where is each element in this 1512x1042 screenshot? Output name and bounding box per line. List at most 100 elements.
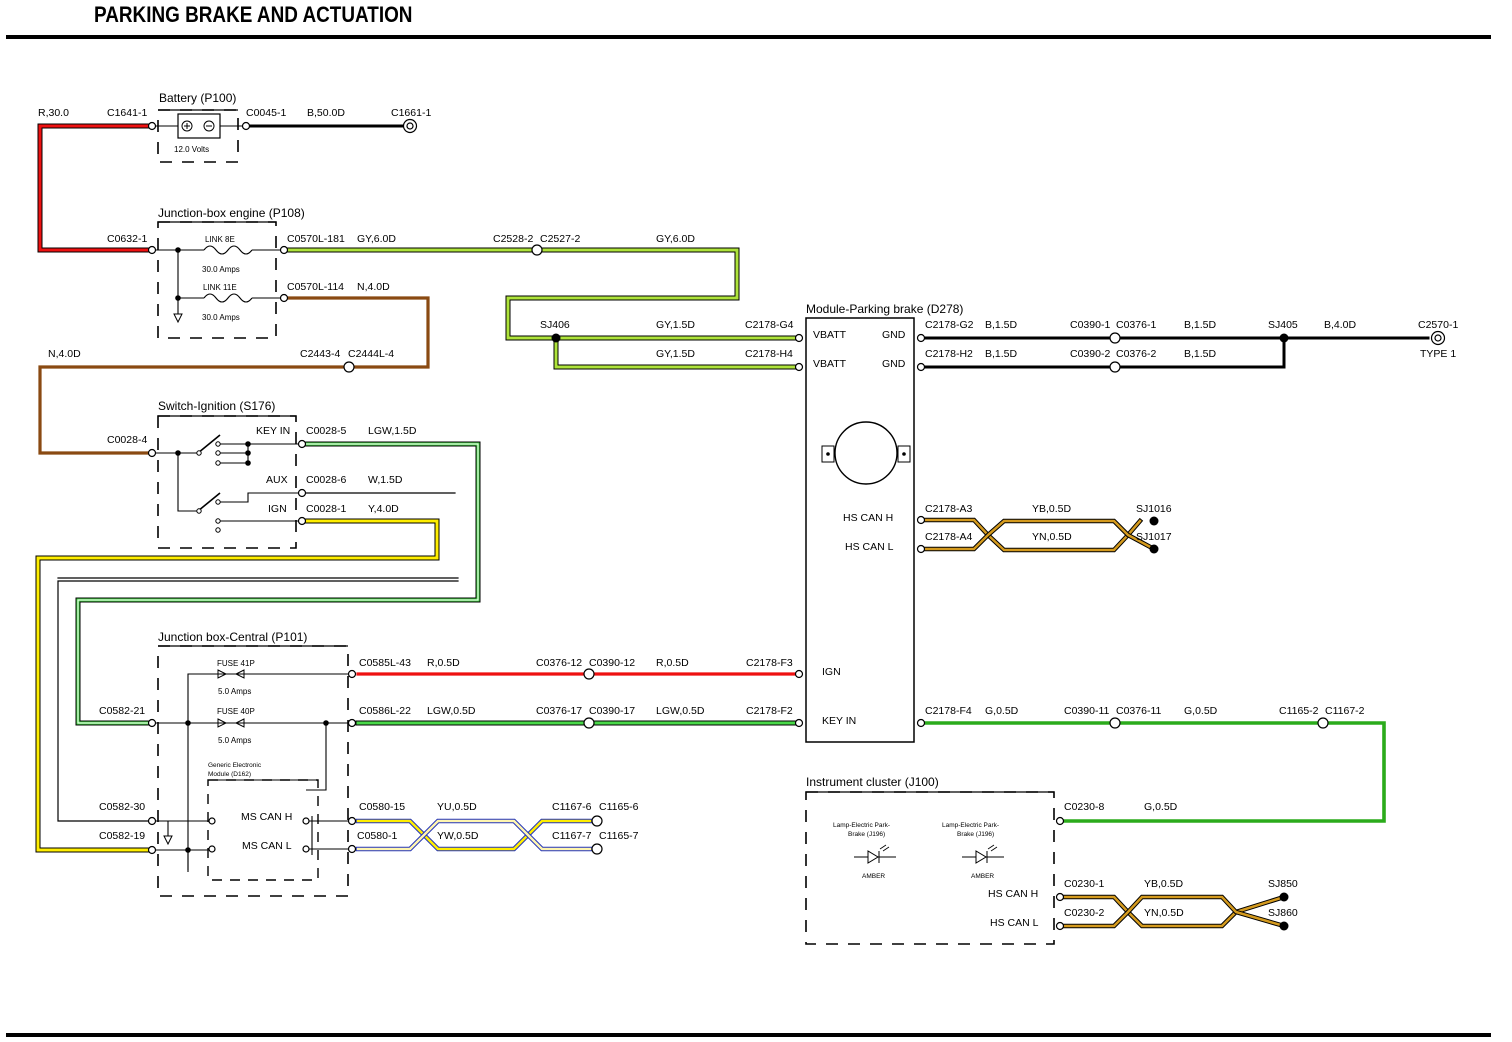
gem-title-1: Generic Electronic xyxy=(208,762,262,769)
label-c0045: C0045-1 xyxy=(246,107,286,119)
jbox-engine xyxy=(154,221,284,339)
label-c0582-21: C0582-21 xyxy=(99,705,145,717)
label-c0632: C0632-1 xyxy=(107,233,147,245)
cluster-hs-can-l: HS CAN L xyxy=(990,917,1039,929)
label-c0582-19: C0582-19 xyxy=(99,830,145,842)
label-c1167-7: C1167-7 xyxy=(552,830,592,842)
label-c1661: C1661-1 xyxy=(391,107,431,119)
connectors xyxy=(147,118,1446,931)
battery-voltage: 12.0 Volts xyxy=(174,145,209,154)
label-w15: W,1.5D xyxy=(368,474,403,486)
module-vbatt-1: VBATT xyxy=(813,329,847,341)
lamp1-color: AMBER xyxy=(862,873,885,880)
label-c0390-2: C0390-2 xyxy=(1070,348,1110,360)
module-gnd-2: GND xyxy=(882,358,906,370)
label-c0580-15: C0580-15 xyxy=(359,801,405,813)
jbox-central-title: Junction box-Central (P101) xyxy=(158,630,307,644)
wire-lgw-15 xyxy=(75,441,481,726)
wire-hs-can-module xyxy=(921,517,1158,553)
module-ign: IGN xyxy=(822,666,841,678)
label-b15-4: B,1.5D xyxy=(1184,348,1217,360)
label-lgw05-1: LGW,0.5D xyxy=(427,705,476,717)
label-gy6-2: GY,6.0D xyxy=(656,233,695,245)
label-c0390-1: C0390-1 xyxy=(1070,319,1110,331)
label-c2178-h2: C2178-H2 xyxy=(925,348,973,360)
fuse-40p-label: FUSE 40P xyxy=(217,707,255,716)
label-b15-3: B,1.5D xyxy=(985,348,1018,360)
wire-hs-can-cluster xyxy=(1061,894,1287,929)
label-c0580-1: C0580-1 xyxy=(357,830,397,842)
label-sj1016: SJ1016 xyxy=(1136,503,1172,515)
switch-aux: AUX xyxy=(266,474,288,486)
link-8e-amps: 30.0 Amps xyxy=(202,265,240,274)
label-lgw05-2: LGW,0.5D xyxy=(656,705,705,717)
label-b4: B,4.0D xyxy=(1324,319,1357,331)
battery xyxy=(154,109,246,163)
label-c1165-7: C1165-7 xyxy=(599,830,639,842)
label-c1167-2: C1167-2 xyxy=(1325,705,1365,717)
module-gnd-1: GND xyxy=(882,329,906,341)
link-11e-label: LINK 11E xyxy=(203,283,237,292)
module-key-in: KEY IN xyxy=(822,715,856,727)
label-c2178-a4: C2178-A4 xyxy=(925,531,972,543)
label-g05-3: G,0.5D xyxy=(1144,801,1178,813)
component-titles: Battery (P100) 12.0 Volts Junction-box e… xyxy=(158,91,1039,929)
label-c2178-f4: C2178-F4 xyxy=(925,705,972,717)
label-c0570-114: C0570L-114 xyxy=(287,281,344,293)
label-c0376-2: C0376-2 xyxy=(1116,348,1156,360)
label-c0376-17: C0376-17 xyxy=(536,705,582,717)
battery-title: Battery (P100) xyxy=(159,91,236,105)
module-parking-brake xyxy=(805,317,915,743)
label-c2178-g4: C2178-G4 xyxy=(745,319,794,331)
cluster-hs-can-h: HS CAN H xyxy=(988,888,1038,900)
jbox-engine-title: Junction-box engine (P108) xyxy=(158,206,305,220)
label-yn05-2: YN,0.5D xyxy=(1144,907,1184,919)
gem-ms-can-h: MS CAN H xyxy=(241,811,292,823)
label-b15-2: B,1.5D xyxy=(1184,319,1217,331)
label-yn05-1: YN,0.5D xyxy=(1032,531,1072,543)
module-hs-can-l: HS CAN L xyxy=(845,541,894,553)
gem-ms-can-l: MS CAN L xyxy=(242,840,292,852)
label-sj406: SJ406 xyxy=(540,319,570,331)
label-c2178-f2: C2178-F2 xyxy=(746,705,793,717)
lamp1-line1: Lamp-Electric Park- xyxy=(833,822,890,829)
wire-n-4 xyxy=(38,296,430,455)
fuse-41p-label: FUSE 41P xyxy=(217,659,255,668)
label-c0586: C0586L-22 xyxy=(359,705,411,717)
wire-aux-parallel xyxy=(57,577,459,822)
lamp1-line2: Brake (J196) xyxy=(848,831,885,838)
label-c0376-12: C0376-12 xyxy=(536,657,582,669)
wire-module-ground xyxy=(922,336,1430,369)
label-c0376-11: C0376-11 xyxy=(1116,705,1161,717)
label-c0028-5: C0028-5 xyxy=(306,425,346,437)
label-sj405: SJ405 xyxy=(1268,319,1298,331)
label-c2178-f3: C2178-F3 xyxy=(746,657,793,669)
label-yw05: YW,0.5D xyxy=(437,830,479,842)
label-n4-2: N,4.0D xyxy=(48,348,81,360)
switch-ignition xyxy=(154,415,300,549)
label-c2527: C2527-2 xyxy=(540,233,580,245)
lamp-icon-2 xyxy=(962,844,1004,864)
label-gy15-2: GY,1.5D xyxy=(656,348,695,360)
page-title: PARKING BRAKE AND ACTUATION xyxy=(94,2,413,27)
link-8e-label: LINK 8E xyxy=(205,235,235,244)
label-c2178-g2: C2178-G2 xyxy=(925,319,974,331)
label-c2444: C2444L-4 xyxy=(348,348,394,360)
label-gy15-1: GY,1.5D xyxy=(656,319,695,331)
wire-ms-can xyxy=(355,818,593,852)
wire-labels: R,30.0 C1641-1 C0045-1 B,50.0D C1661-1 C… xyxy=(38,107,1458,919)
label-sj850: SJ850 xyxy=(1268,878,1298,890)
label-sj1017: SJ1017 xyxy=(1136,531,1172,543)
link-11e-amps: 30.0 Amps xyxy=(202,313,240,322)
label-c0028-4: C0028-4 xyxy=(107,434,147,446)
wire-y-4 xyxy=(35,518,440,853)
label-c0028-1: C0028-1 xyxy=(306,503,346,515)
lamp-icon-1 xyxy=(854,844,896,864)
label-type1: TYPE 1 xyxy=(1420,348,1456,360)
label-c0376-1: C0376-1 xyxy=(1116,319,1156,331)
lamp2-line1: Lamp-Electric Park- xyxy=(942,822,999,829)
module-hs-can-h: HS CAN H xyxy=(843,512,893,524)
label-c2443: C2443-4 xyxy=(300,348,340,360)
switch-keyin: KEY IN xyxy=(256,425,290,437)
